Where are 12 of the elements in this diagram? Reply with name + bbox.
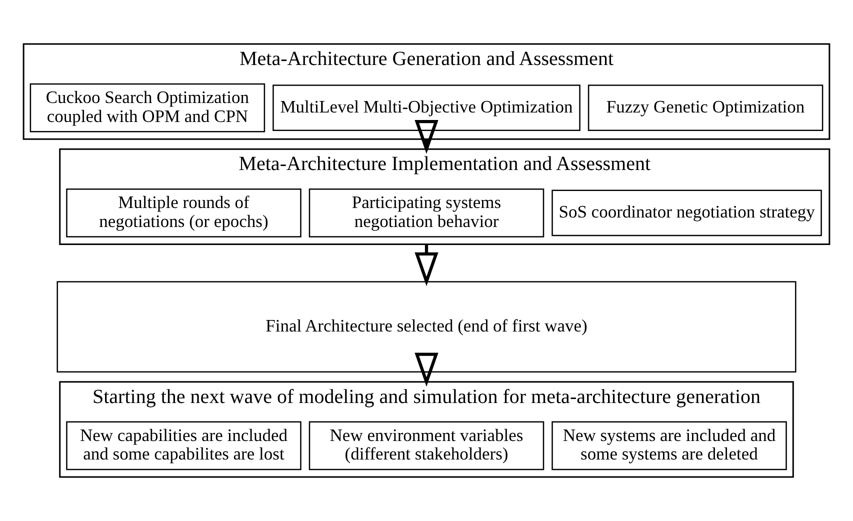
node-box: Fuzzy Genetic Optimization (588, 84, 824, 131)
node-box: MultiLevel Multi-Objective Optimization (272, 84, 580, 131)
arrow (414, 244, 438, 286)
node-box: New systems are included and some systems are deleted (552, 421, 787, 470)
node-box: Cuckoo Search Optimization coupled with OPM and CPN (30, 83, 266, 132)
node-box: Participating systems negotiation behavior (308, 188, 544, 238)
node-box: New environment variables (different stakeholders) (308, 421, 544, 470)
arrow (414, 120, 438, 154)
node-box: Multiple rounds of negotiations (or epochs) (66, 188, 302, 238)
node-box: SoS coordinator negotiation strategy (552, 190, 822, 236)
arrow (414, 352, 438, 387)
node-box: New capabilities are included and some capabilites are lost (66, 421, 302, 470)
